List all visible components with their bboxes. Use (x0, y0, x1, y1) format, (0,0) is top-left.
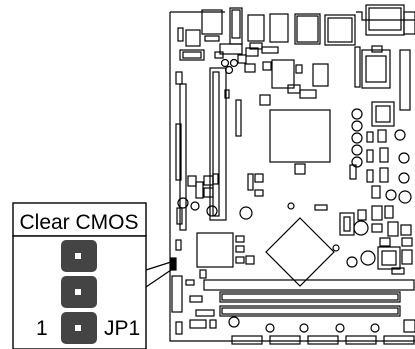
callout-title-box (12, 202, 147, 237)
right-mid-components (314, 204, 413, 270)
mid-left-components (177, 173, 295, 220)
jumper-label: JP1 (104, 317, 140, 340)
callout-title: Clear CMOS (19, 211, 138, 234)
memory-slots (175, 67, 242, 231)
board-outline (169, 11, 415, 342)
clear-cmos-callout: Clear CMOS 1 JP1 (12, 202, 147, 349)
expansion-slots (171, 267, 415, 345)
top-left-components (175, 27, 279, 85)
callout-leader-lines (145, 261, 172, 288)
lower-left-chip (175, 232, 255, 286)
chipset (265, 217, 335, 287)
jp1-board-location (170, 257, 177, 271)
capacitors-right (349, 101, 412, 204)
rear-io-connectors (201, 4, 415, 50)
pin-one-label: 1 (36, 317, 48, 340)
jumper-pins (61, 240, 97, 344)
cpu-area (247, 94, 331, 191)
upper-chips (224, 45, 411, 111)
